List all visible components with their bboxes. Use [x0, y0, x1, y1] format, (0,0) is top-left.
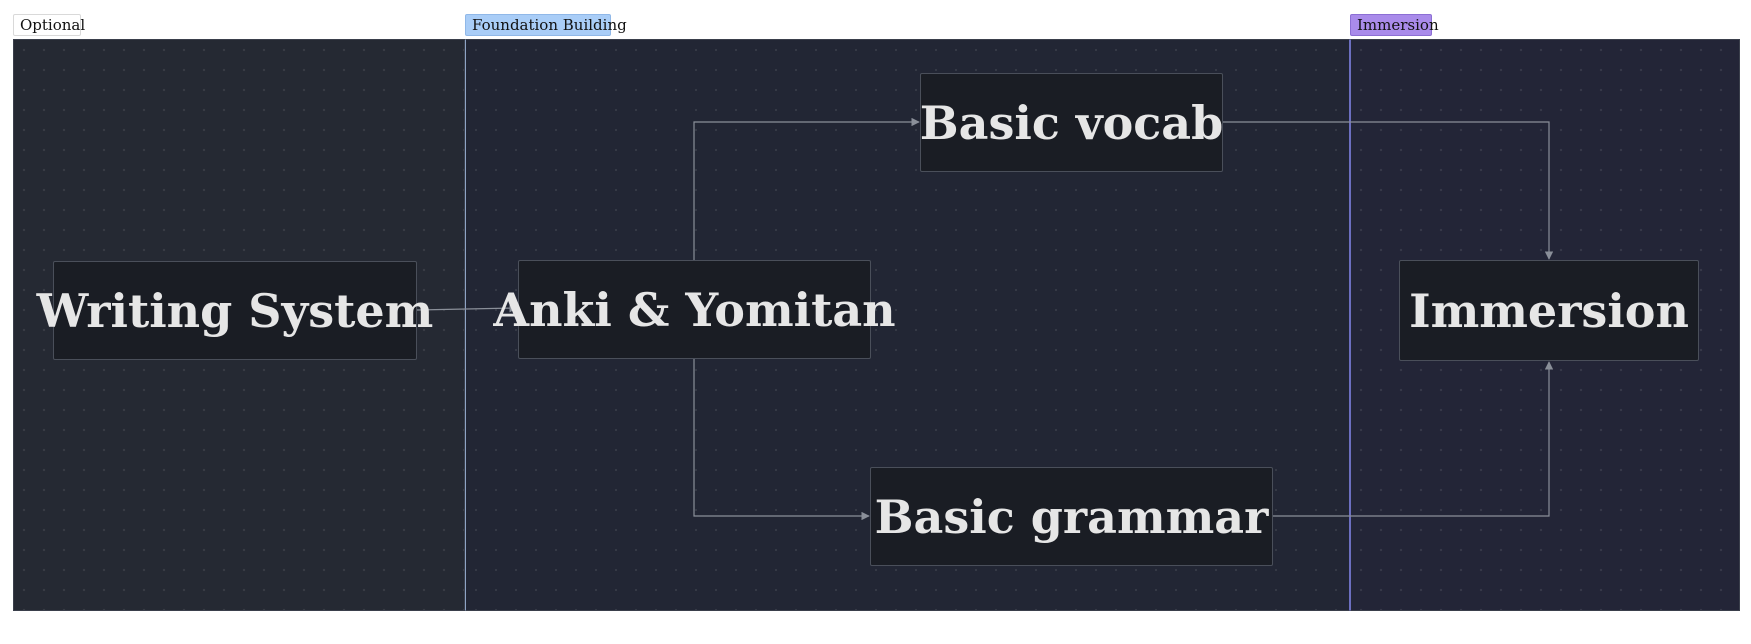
node-anki-yomitan[interactable]: Anki & Yomitan [493, 260, 896, 359]
group-label-immersion: Immersion [1350, 14, 1439, 36]
group-label-foundation-building: Foundation Building [465, 14, 627, 36]
node-basic-vocab[interactable]: Basic vocab [920, 73, 1223, 172]
node-writing-system[interactable]: Writing System [37, 261, 433, 360]
node-immersion[interactable]: Immersion [1399, 260, 1699, 361]
node-basic-grammar[interactable]: Basic grammar [870, 467, 1273, 566]
group-label-optional: Optional [13, 14, 85, 36]
